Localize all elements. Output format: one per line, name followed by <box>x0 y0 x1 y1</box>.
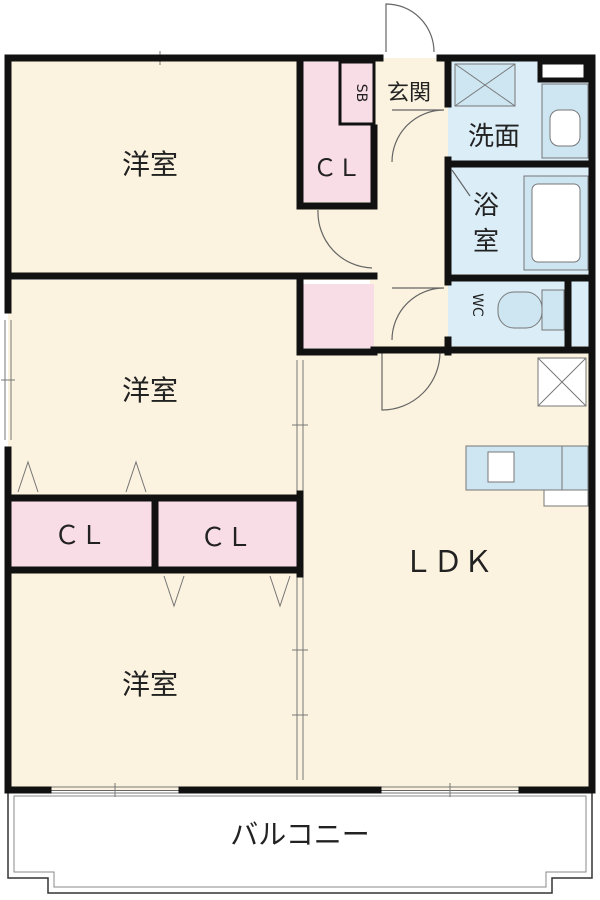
bathroom-label-second: 室 <box>473 227 499 257</box>
toilet-tank <box>541 289 565 331</box>
toilet-label: WC <box>469 293 485 317</box>
door-swings <box>317 3 471 411</box>
toilet-bowl <box>497 291 543 329</box>
bedroom-bottom-label: 洋室 <box>122 668 178 701</box>
bedroom-middle-floor <box>8 280 300 500</box>
closet-door-marks <box>17 460 291 608</box>
bathroom-label-first: 浴 <box>473 191 499 221</box>
balcony-area <box>7 789 593 894</box>
shoe-box-label: SB <box>353 84 369 103</box>
closet-top-label: ＣＬ <box>313 154 361 182</box>
closet-left-label: ＣＬ <box>54 521 106 551</box>
balcony-label: バルコニー <box>230 818 369 851</box>
bathtub-basin <box>531 183 581 263</box>
ldk-label: ＬＤＫ <box>403 545 493 580</box>
ldk-floor <box>300 350 592 790</box>
kitchen-sink <box>487 451 515 483</box>
kitchen-storage-cross-b <box>537 357 587 407</box>
bedroom-top-label: 洋室 <box>122 148 178 181</box>
bedroom-top-floor <box>8 58 300 276</box>
kitchen-counter-base <box>543 489 589 507</box>
walls <box>4 54 596 794</box>
closet-right-label: ＣＬ <box>200 523 252 553</box>
balcony-inner-line <box>13 795 587 888</box>
corridor-floor <box>300 200 450 280</box>
washer-pan-cross-b <box>454 63 516 107</box>
closet-small-fill <box>302 284 374 348</box>
closet-right-fill <box>158 500 298 568</box>
washroom-label: 洗面 <box>468 122 520 152</box>
closet-left-fill <box>10 500 152 568</box>
storage-niche <box>537 59 589 83</box>
bedroom-middle-label: 洋室 <box>122 374 178 407</box>
vanity-sink <box>549 109 581 147</box>
bedroom-bottom-floor <box>8 570 300 790</box>
kitchen-counter <box>465 445 589 491</box>
shoe-box-fill <box>338 60 376 126</box>
entrance-label: 玄関 <box>387 81 431 106</box>
